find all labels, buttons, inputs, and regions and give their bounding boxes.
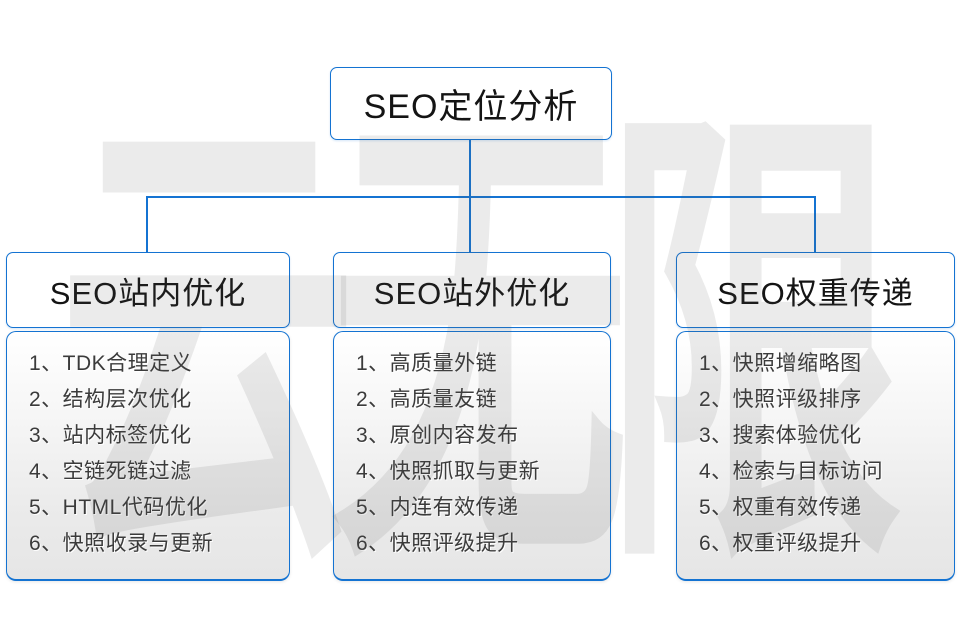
list-item: 1、快照增缩略图: [699, 352, 862, 375]
connector-drop-right: [814, 196, 816, 253]
column-header-offsite: SEO站外优化: [333, 252, 611, 328]
column-panel-onsite: 1、TDK合理定义 2、结构层次优化 3、站内标签优化 4、空链死链过滤 5、H…: [6, 331, 290, 581]
list-item: 3、站内标签优化: [29, 424, 192, 447]
column-panel-offsite: 1、高质量外链 2、高质量友链 3、原创内容发布 4、快照抓取与更新 5、内连有…: [333, 331, 611, 581]
column-header-weight-label: SEO权重传递: [717, 275, 914, 311]
list-item: 5、权重有效传递: [699, 496, 862, 519]
column-header-onsite: SEO站内优化: [6, 252, 290, 328]
column-header-weight: SEO权重传递: [676, 252, 955, 328]
weight-item-list: 1、快照增缩略图 2、快照评级排序 3、搜索体验优化 4、检索与目标访问 5、权…: [677, 332, 954, 562]
onsite-item-list: 1、TDK合理定义 2、结构层次优化 3、站内标签优化 4、空链死链过滤 5、H…: [7, 332, 289, 562]
root-node-label: SEO定位分析: [363, 88, 579, 126]
list-item: 1、高质量外链: [356, 352, 498, 375]
list-item: 6、快照评级提升: [356, 532, 519, 555]
list-item: 6、快照收录与更新: [29, 532, 214, 555]
column-header-offsite-label: SEO站外优化: [373, 275, 571, 311]
connector-drop-left: [146, 196, 148, 253]
list-item: 3、原创内容发布: [356, 424, 519, 447]
list-item: 6、权重评级提升: [699, 532, 862, 555]
column-panel-weight: 1、快照增缩略图 2、快照评级排序 3、搜索体验优化 4、检索与目标访问 5、权…: [676, 331, 955, 581]
list-item: 2、结构层次优化: [29, 388, 192, 411]
list-item: 4、检索与目标访问: [699, 460, 884, 483]
connector-trunk-vertical: [469, 138, 471, 197]
list-item: 4、快照抓取与更新: [356, 460, 541, 483]
root-node-seo-positioning: SEO定位分析: [330, 67, 612, 140]
offsite-item-list: 1、高质量外链 2、高质量友链 3、原创内容发布 4、快照抓取与更新 5、内连有…: [334, 332, 610, 562]
list-item: 4、空链死链过滤: [29, 460, 192, 483]
column-header-onsite-label: SEO站内优化: [49, 275, 247, 311]
list-item: 1、TDK合理定义: [29, 352, 193, 375]
list-item: 2、快照评级排序: [699, 388, 862, 411]
list-item: 5、内连有效传递: [356, 496, 519, 519]
list-item: 3、搜索体验优化: [699, 424, 862, 447]
connector-horizontal-bus: [146, 196, 816, 198]
list-item: 2、高质量友链: [356, 388, 498, 411]
connector-drop-middle: [469, 196, 471, 253]
list-item: 5、HTML代码优化: [29, 496, 208, 519]
